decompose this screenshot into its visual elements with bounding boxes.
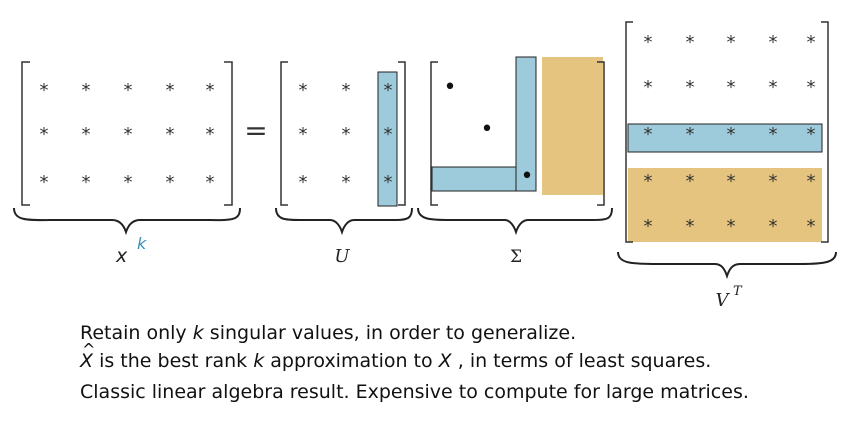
vt-entry-r2-c2: *	[686, 77, 695, 98]
vt-label: V	[716, 290, 731, 310]
x-k-superscript: k	[137, 234, 147, 253]
under-braces	[13, 207, 837, 280]
x-entry-r3-c1: *	[40, 172, 49, 193]
u-entry-r1-c1: *	[299, 80, 308, 101]
sigma-under-brace	[417, 207, 613, 236]
u-label: U	[334, 246, 350, 267]
vt-entry-r3-c4: *	[769, 124, 778, 145]
caption-1-after: singular values, in order to generalize.	[203, 322, 577, 344]
x-entry-r2-c1: *	[40, 124, 49, 145]
caption-2-middle: is the best rank	[93, 350, 254, 372]
u-under-brace	[275, 207, 413, 236]
vt-entry-r5-c3: *	[727, 216, 736, 237]
vt-matrix-right-bracket	[821, 21, 829, 243]
u-matrix-left-bracket	[280, 61, 288, 206]
vt-entry-r5-c1: *	[644, 216, 653, 237]
vt-entry-r3-c1: *	[644, 124, 653, 145]
vt-entry-r1-c4: *	[769, 32, 778, 53]
u-matrix-right-bracket	[398, 61, 406, 206]
vt-entry-r5-c2: *	[686, 216, 695, 237]
x-entry-r1-c1: *	[40, 80, 49, 101]
vt-entry-r4-c5: *	[807, 171, 816, 192]
vt-entry-r1-c2: *	[686, 32, 695, 53]
caption-2-middle2: approximation to	[264, 350, 439, 372]
vt-entry-r4-c4: *	[769, 171, 778, 192]
x-matrix-right-bracket	[224, 61, 233, 206]
x-entry-r3-c2: *	[82, 172, 91, 193]
vt-entry-r4-c3: *	[727, 171, 736, 192]
vt-truncated-rows-block	[628, 168, 822, 242]
x-entry-r2-c5: *	[206, 124, 215, 145]
highlights	[377, 56, 823, 242]
caption-1-before: Retain only	[80, 322, 193, 344]
vt-entry-r5-c4: *	[769, 216, 778, 237]
x-matrix-entries: * * * * * * * * * * * * * * *	[40, 80, 215, 193]
svd-diagram: = *************** ********* ************…	[13, 21, 837, 310]
sigma-matrix-left-bracket	[430, 61, 438, 206]
u-entry-r2-c1: *	[299, 124, 308, 145]
x-entry-r2-c4: *	[166, 124, 175, 145]
caption-line-3: Classic linear algebra result. Expensive…	[80, 381, 749, 403]
x-entry-r2-c3: *	[124, 124, 133, 145]
u-entry-r3-c1: *	[299, 172, 308, 193]
vt-matrix-entries: * * * * * * * * * * * * * * * * * * * * * * * * *	[644, 32, 816, 237]
sigma-dot-2: •	[481, 117, 494, 142]
u-entry-r3-c3: *	[384, 172, 393, 193]
caption-1-k: k	[192, 322, 204, 344]
vt-t-superscript: T	[733, 284, 743, 299]
u-entry-r3-c2: *	[342, 172, 351, 193]
x-matrix-left-bracket	[21, 61, 30, 206]
x-entry-r2-c2: *	[82, 124, 91, 145]
u-matrix-entries: * * * * * * * * *	[299, 80, 393, 193]
x-entry-r3-c4: *	[166, 172, 175, 193]
sigma-matrix-right-bracket	[597, 61, 605, 206]
vt-entry-r3-c3: *	[727, 124, 736, 145]
caption-line-1: Retain only k singular values, in order …	[80, 322, 576, 344]
matrix-brackets	[21, 21, 829, 243]
vt-entry-r3-c2: *	[686, 124, 695, 145]
x-under-brace	[13, 207, 241, 236]
caption-2-xhat: X	[80, 340, 95, 372]
sigma-label: Σ	[510, 247, 522, 267]
vt-entry-r1-c5: *	[807, 32, 816, 53]
sigma-dot-1: •	[444, 75, 457, 100]
vt-entry-r5-c5: *	[807, 216, 816, 237]
x-entry-r3-c3: *	[124, 172, 133, 193]
vt-entry-r1-c3: *	[727, 32, 736, 53]
x-entry-r1-c3: *	[124, 80, 133, 101]
vt-kth-row-highlight	[627, 123, 823, 153]
u-entry-r2-c3: *	[384, 124, 393, 145]
vt-entry-r2-c3: *	[727, 77, 736, 98]
sigma-kth-column-highlight	[515, 56, 537, 192]
vt-entry-r2-c5: *	[807, 77, 816, 98]
vt-entry-r3-c5: *	[807, 124, 816, 145]
u-entry-r1-c2: *	[342, 80, 351, 101]
caption-2-x: X	[438, 350, 452, 372]
x-label: x	[115, 245, 128, 267]
caption-2-after: , in terms of least squares.	[451, 350, 712, 372]
vt-matrix-left-bracket	[625, 21, 633, 243]
u-entry-r1-c3: *	[384, 80, 393, 101]
u-entry-r2-c2: *	[342, 124, 351, 145]
vt-entry-r4-c1: *	[644, 171, 653, 192]
x-entry-r1-c4: *	[166, 80, 175, 101]
sigma-dot-3: •	[521, 164, 534, 189]
vt-entry-r1-c1: *	[644, 32, 653, 53]
sigma-diagonal-entries: • • •	[444, 75, 534, 189]
x-entry-r1-c5: *	[206, 80, 215, 101]
sigma-truncated-block	[542, 57, 603, 195]
u-kth-column-highlight	[377, 71, 398, 207]
caption-line-2: X is the best rank k approximation to X …	[80, 340, 712, 372]
caption-2-k: k	[253, 350, 265, 372]
x-entry-r3-c5: *	[206, 172, 215, 193]
equals-sign: =	[244, 114, 267, 147]
x-entry-r1-c2: *	[82, 80, 91, 101]
vt-entry-r2-c1: *	[644, 77, 653, 98]
vt-entry-r2-c4: *	[769, 77, 778, 98]
vt-entry-r4-c2: *	[686, 171, 695, 192]
vt-under-brace	[617, 251, 837, 280]
